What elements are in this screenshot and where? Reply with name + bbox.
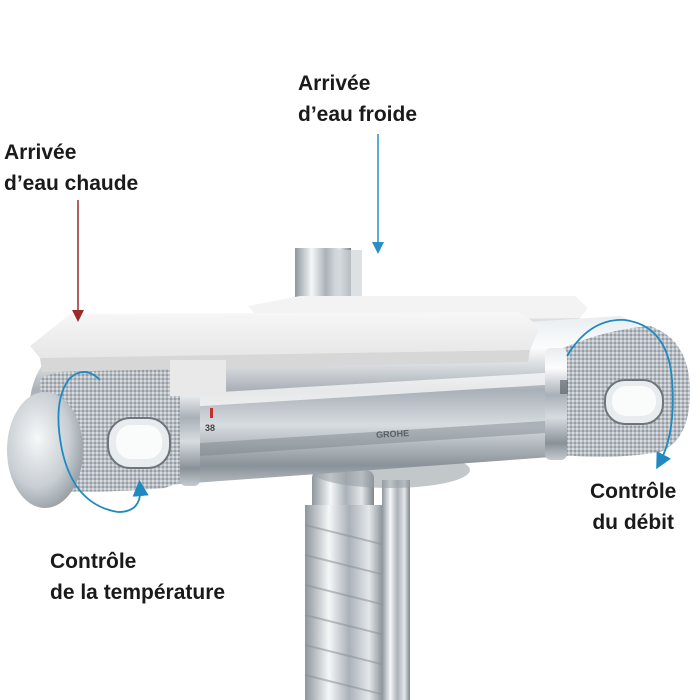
temperature-control-label: Contrôle de la température	[50, 546, 225, 608]
temperature-control-line-1: Contrôle	[50, 550, 137, 573]
temperature-control-handle	[7, 358, 200, 508]
hot-water-inlet-line-2: d’eau chaude	[4, 172, 139, 195]
cold-water-inlet-line-1: Arrivée	[298, 72, 371, 95]
brand-logo: GROHE	[376, 428, 409, 440]
temperature-control-line-2: de la température	[50, 581, 226, 604]
hot-indicator-mark	[210, 408, 213, 418]
cold-water-inlet-line-2: d’eau froide	[298, 103, 418, 126]
flow-control-line-1: Contrôle	[590, 480, 677, 503]
hot-water-inlet-label: Arrivée d’eau chaude	[4, 137, 138, 199]
dial-marking: 38	[205, 423, 215, 433]
flow-indicator-mark	[560, 380, 568, 394]
cold-water-inlet-label: Arrivée d’eau froide	[298, 68, 417, 130]
flow-control-handle	[545, 326, 690, 460]
shelf-front	[30, 312, 540, 396]
flow-control-label: Contrôle du débit	[590, 476, 676, 538]
shower-hose	[304, 470, 410, 700]
temperature-rotation-arrow	[57, 371, 149, 513]
flow-rotation-arrow	[566, 319, 674, 470]
hot-water-inlet-line-1: Arrivée	[4, 141, 77, 164]
flow-control-line-2: du débit	[592, 511, 674, 534]
